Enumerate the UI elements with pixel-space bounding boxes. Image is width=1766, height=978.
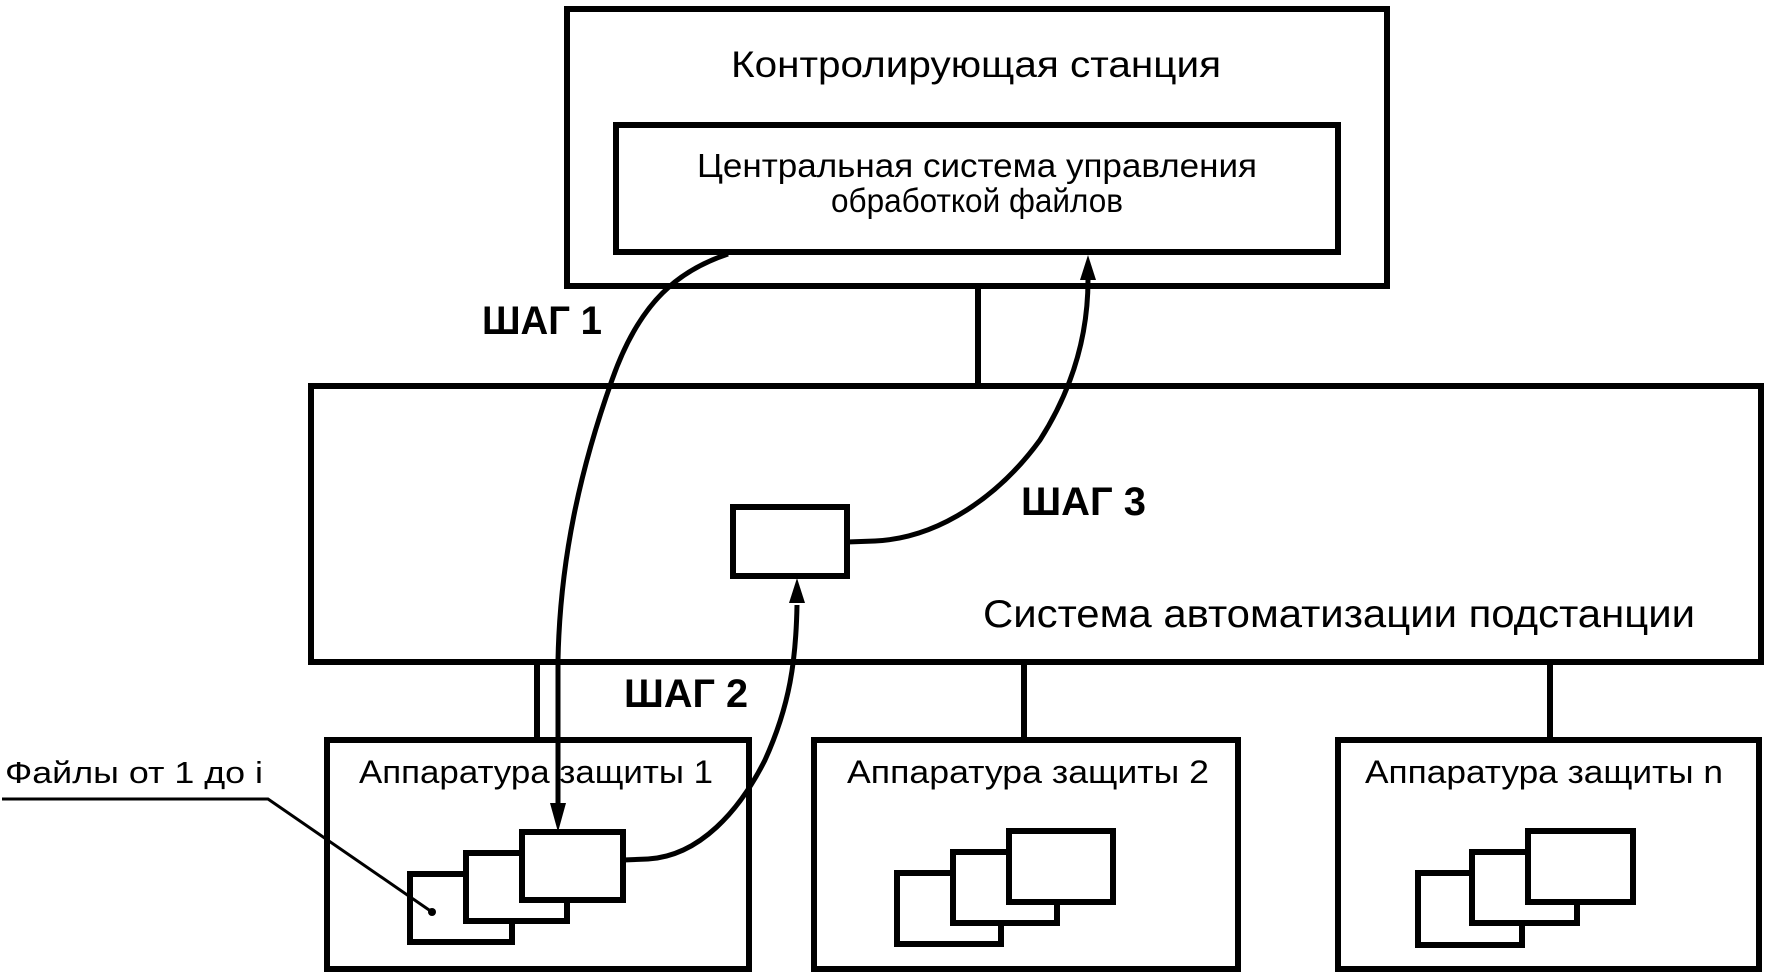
protection-device-1-label: Аппаратура защиты 1 [359,754,713,790]
substation-automation: Система автоматизации подстанции [308,383,1764,665]
file-icon-front [1006,828,1116,905]
substation-automation-box [308,383,1764,665]
files-callout-label: Файлы от 1 до i [5,755,263,790]
files-callout: Файлы от 1 до i [2,755,436,916]
protection-device-2: Аппаратура защиты 2 [811,737,1241,972]
step-2-label: ШАГ 2 [624,672,748,716]
step-1-flow [550,251,729,832]
collector-box [730,504,850,579]
files-callout-dot-icon [428,908,436,916]
step-3-arrowhead-icon [1080,255,1096,280]
file-stack-2 [894,828,1116,947]
step-1-arrowhead-icon [550,803,566,832]
step-3-arrow-path [846,279,1091,545]
central-file-management-system: Центральная система управления обработко… [613,122,1341,255]
central-system-box [613,122,1341,255]
control-station-label: Контролирующая станция [731,44,1221,85]
substation-automation-label: Система автоматизации подстанции [983,593,1695,636]
protection-device-2-label: Аппаратура защиты 2 [847,754,1209,790]
control-station: Контролирующая станция Центральная систе… [564,6,1390,289]
step-1-arrow-path [555,251,729,804]
step-3-label: ШАГ 3 [1021,480,1146,524]
files-callout-leader-line [2,797,433,914]
step-2-arrow-path [622,604,800,863]
protection-device-1: Аппаратура защиты 1 [324,737,752,972]
central-system-label-line2: обработкой файлов [831,182,1123,219]
step-3-flow [846,255,1096,545]
step-2-flow [622,578,805,863]
file-stack-n [1415,828,1636,948]
protection-device-n: Аппаратура защиты n [1335,737,1762,972]
step-2-arrowhead-icon [789,578,805,603]
central-system-label-line1: Центральная система управления [697,147,1257,184]
protection-device-n-label: Аппаратура защиты n [1365,754,1723,790]
step-1-label: ШАГ 1 [482,299,602,343]
file-icon-front [1525,828,1636,905]
file-icon-front [519,829,626,903]
